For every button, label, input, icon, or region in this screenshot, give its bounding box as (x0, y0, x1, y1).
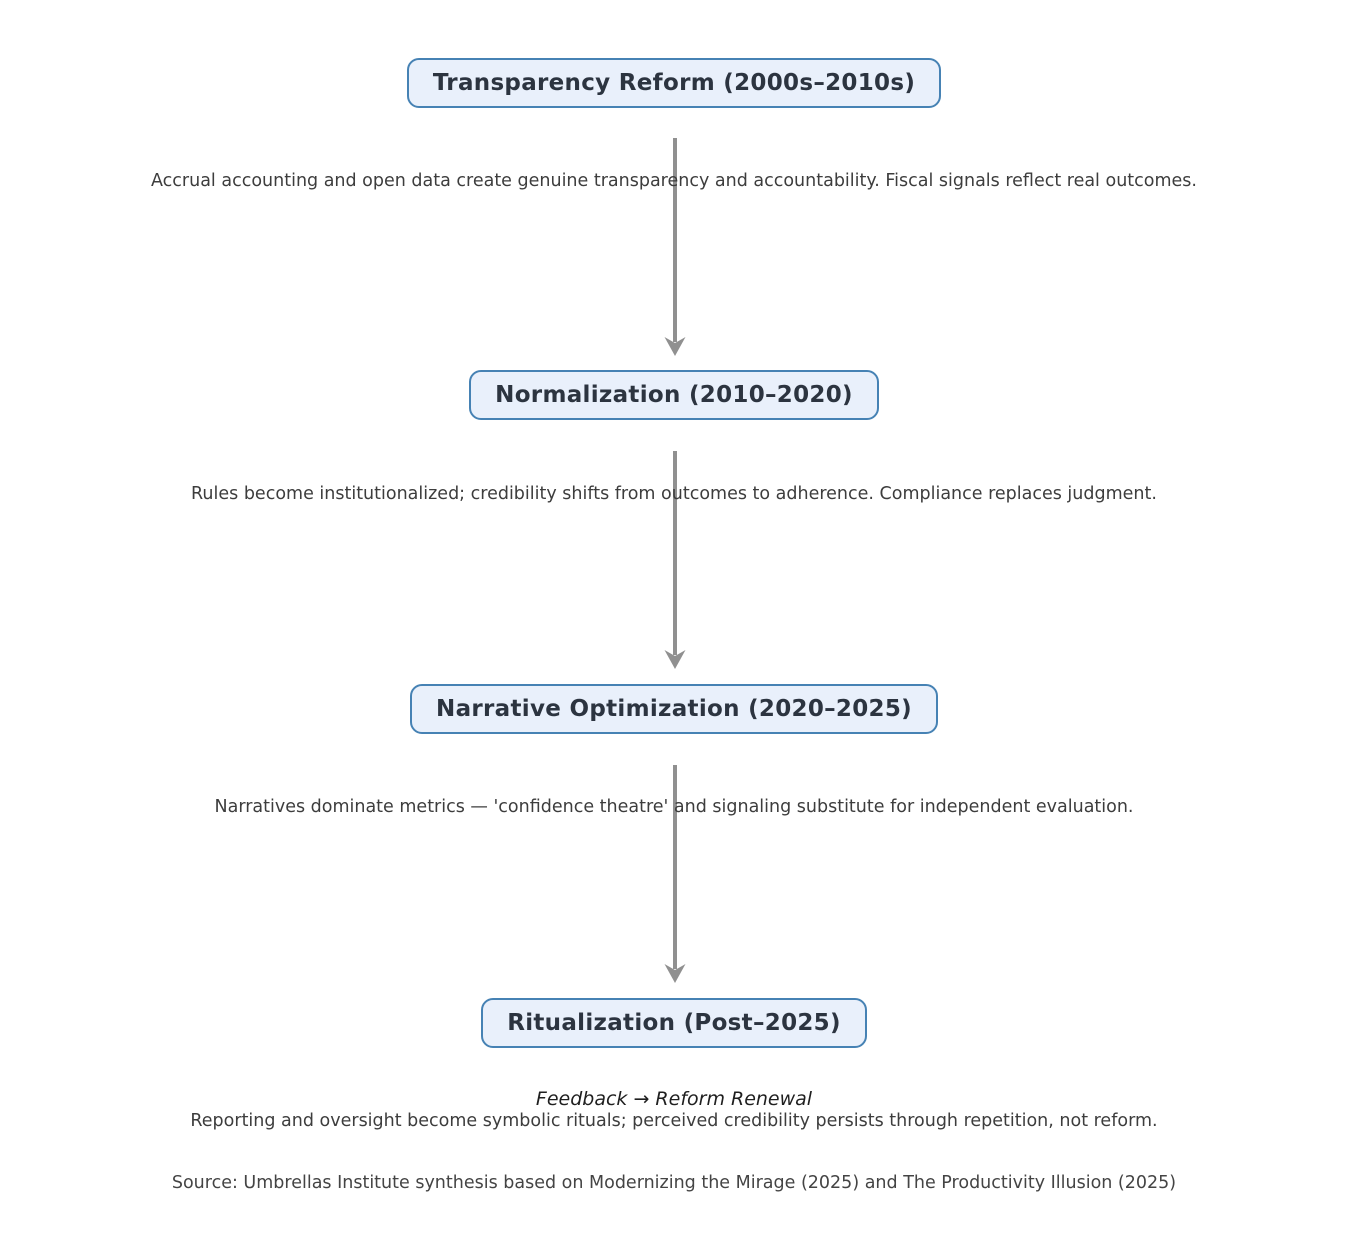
source-note: Source: Umbrellas Institute synthesis ba… (171, 1173, 1177, 1193)
stage-box-ritualization: Ritualization (Post–2025) (481, 998, 867, 1048)
stage-box-transparency-reform: Transparency Reform (2000s–2010s) (406, 58, 942, 108)
stage-row-1: Transparency Reform (2000s–2010s) (0, 58, 1348, 108)
stage-row-2: Normalization (2010–2020) (0, 370, 1348, 420)
down-arrow-3 (664, 765, 686, 983)
down-arrow-2 (664, 451, 686, 669)
stage-box-normalization: Normalization (2010–2020) (469, 370, 879, 420)
stage-description-transparency-reform: Accrual accounting and open data create … (151, 171, 1197, 191)
stage-box-narrative-optimization: Narrative Optimization (2020–2025) (410, 684, 938, 734)
down-arrow-1 (664, 138, 686, 356)
stage-description-ritualization: Reporting and oversight become symbolic … (190, 1111, 1158, 1131)
stage-row-4: Ritualization (Post–2025) (0, 998, 1348, 1048)
stage-row-3: Narrative Optimization (2020–2025) (0, 684, 1348, 734)
stage-description-narrative-optimization: Narratives dominate metrics — 'confidenc… (214, 797, 1134, 817)
stage-description-normalization: Rules become institutionalized; credibil… (191, 484, 1157, 504)
feedback-loop-label: Feedback → Reform Renewal (535, 1088, 813, 1110)
